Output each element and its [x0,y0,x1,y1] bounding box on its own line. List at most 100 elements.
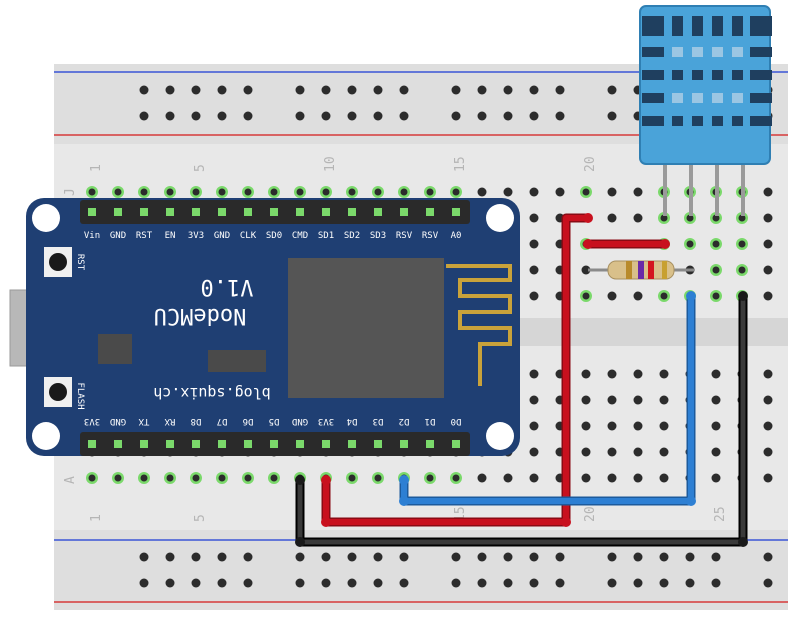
pin-label: D3 [373,416,384,426]
breadboard-hole [711,421,721,431]
sensor-grille-slot [712,47,723,57]
header-pin [452,208,460,216]
breadboard-hole [321,578,331,588]
pin-label: 3V3 [188,231,204,241]
breadboard-hole [711,447,721,457]
header-pin [374,208,382,216]
sensor-grille-slot [692,70,703,80]
breadboard-hole [165,552,175,562]
column-number: 15 [453,156,468,172]
wire-end [738,291,748,301]
pin-label: GND [110,231,126,241]
breadboard-hole [607,187,617,197]
header-pin [270,208,278,216]
sensor-grille-slot [642,116,664,126]
breadboard-hole-center [582,188,590,196]
pin-label: RSV [396,231,413,241]
breadboard-hole [373,578,383,588]
breadboard-hole [477,552,487,562]
breadboard-hole [477,578,487,588]
header-pin [270,440,278,448]
sensor-grille-slot [750,47,772,57]
pin-label: SD1 [318,231,334,241]
column-number: 1 [89,164,104,172]
pin-label: EN [165,231,176,241]
breadboard-hole [503,111,513,121]
breadboard-hole [659,421,669,431]
pin-label: TX [138,416,149,426]
breadboard-hole-center [712,266,720,274]
breadboard-hole [607,447,617,457]
header-pin [426,440,434,448]
breadboard-hole [529,447,539,457]
breadboard-hole-center [192,474,200,482]
breadboard-hole [529,552,539,562]
header-pin [296,440,304,448]
sensor-grille-slot [732,116,743,126]
column-number: 5 [193,514,208,522]
pin-label: D4 [347,416,358,426]
sensor-grille-slot [672,70,683,80]
breadboard-hole-center [192,188,200,196]
sensor-grille-slot [712,16,723,36]
breadboard-hole [295,111,305,121]
breadboard-hole [607,291,617,301]
breadboard-hole [503,85,513,95]
breadboard-hole-center [582,292,590,300]
breadboard-hole-center [426,474,434,482]
sensor-grille-slot [692,116,703,126]
resistor-band [638,261,644,279]
breadboard-hole [529,291,539,301]
breadboard-hole [633,395,643,405]
pin-label: RSV [422,231,439,241]
pin-label: SD0 [266,231,282,241]
breadboard-hole-center [88,474,96,482]
breadboard-hole [399,85,409,95]
row-letter-j: J [63,188,78,196]
row-letter-a: A [63,476,78,484]
breadboard-hole [711,552,721,562]
breadboard-hole [607,395,617,405]
pin-label: D0 [451,416,462,426]
sensor-grille-slot [692,93,703,103]
breadboard-hole [555,111,565,121]
breadboard-hole [555,85,565,95]
breadboard-hole [373,85,383,95]
wire-bend [399,496,409,506]
esp8266-module [288,258,444,398]
board-site: blog.squix.ch [153,384,270,402]
breadboard-hole [451,578,461,588]
breadboard-hole [711,395,721,405]
breadboard-hole [607,421,617,431]
breadboard-hole-center [296,188,304,196]
breadboard-hole [347,85,357,95]
sensor-grille-slot [732,47,743,57]
flash-label: FLASH [75,382,85,409]
sensor-grille-slot [732,16,743,36]
sensor-grille-slot [642,16,664,36]
header-pin [244,208,252,216]
breadboard-hole [217,578,227,588]
breadboard-hole [451,111,461,121]
breadboard-hole [165,578,175,588]
breadboard-hole [477,111,487,121]
header-pin [114,440,122,448]
breadboard-hole [659,447,669,457]
breadboard-hole [633,578,643,588]
wire-bend [561,517,571,527]
breadboard-hole [633,369,643,379]
rst-label: RST [75,254,85,271]
breadboard-hole [633,473,643,483]
pin-label: D5 [269,416,280,426]
header-pin [114,208,122,216]
breadboard-hole [321,552,331,562]
breadboard-hole [529,85,539,95]
pin-label: D6 [243,416,254,426]
breadboard-hole [607,213,617,223]
header-pin [296,208,304,216]
breadboard-hole [503,473,513,483]
breadboard-hole [607,85,617,95]
resistor-band [662,261,667,279]
breadboard-hole [295,552,305,562]
